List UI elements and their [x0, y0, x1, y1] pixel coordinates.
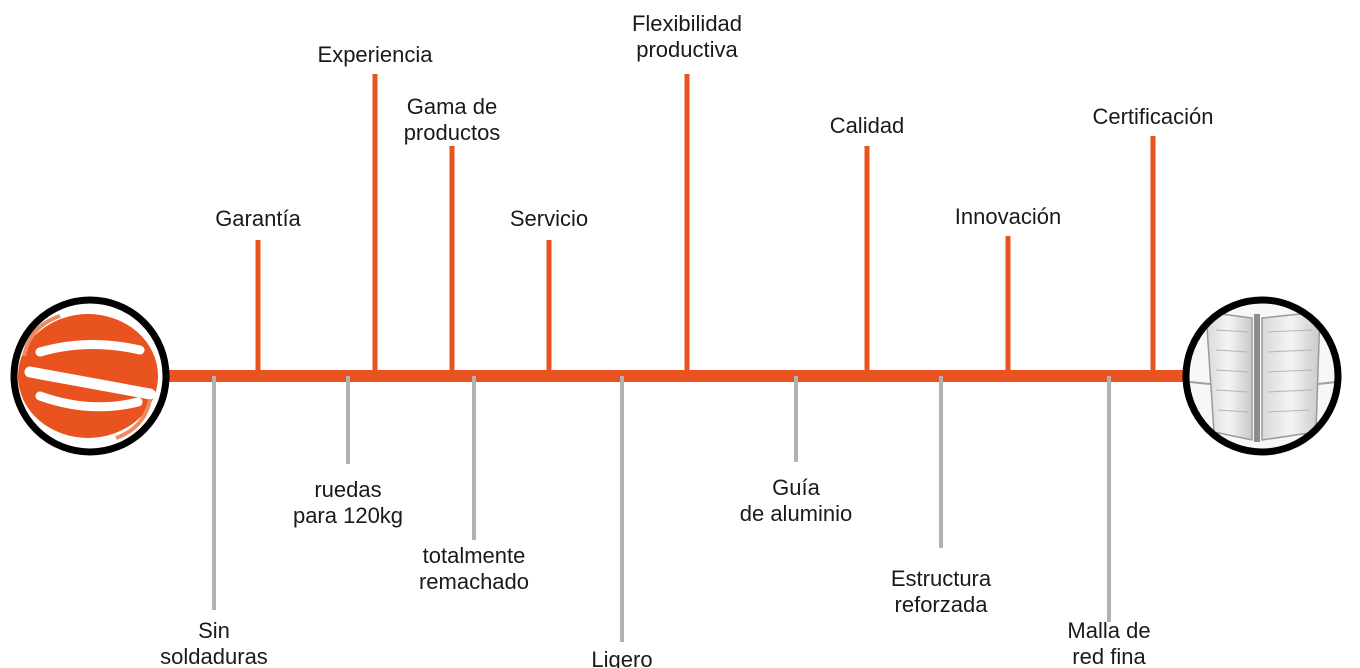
trolley-photo-icon — [1186, 300, 1338, 452]
bottom-label-line: red fina — [1072, 644, 1146, 668]
top-label-line: productos — [404, 120, 501, 145]
bottom-label-line: de aluminio — [740, 501, 853, 526]
left-badge — [10, 296, 170, 456]
brand-logo-s-icon — [18, 314, 158, 440]
bottom-label-line: Estructura — [891, 566, 992, 591]
bottom-label-line: soldaduras — [160, 644, 268, 668]
top-label-innovacion: Innovación — [955, 204, 1061, 229]
bottom-label-line: para 120kg — [293, 503, 403, 528]
bottom-label-line: Guía — [772, 475, 820, 500]
bottom-label-line: Malla de — [1067, 618, 1150, 643]
bottom-label-ligero: Ligero — [591, 647, 652, 668]
top-label-line: Experiencia — [318, 42, 434, 67]
top-label-line: Garantía — [215, 206, 301, 231]
bottom-label-line: remachado — [419, 569, 529, 594]
top-label-servicio: Servicio — [510, 206, 588, 231]
top-label-line: Flexibilidad — [632, 11, 742, 36]
right-badge — [1182, 296, 1342, 456]
bottom-label-line: Ligero — [591, 647, 652, 668]
top-label-line: Certificación — [1092, 104, 1213, 129]
top-label-line: Innovación — [955, 204, 1061, 229]
top-label-line: Servicio — [510, 206, 588, 231]
bottom-label-line: reforzada — [895, 592, 989, 617]
top-label-garantia: Garantía — [215, 206, 301, 231]
bottom-label-line: totalmente — [423, 543, 526, 568]
bottom-label-line: ruedas — [314, 477, 381, 502]
top-label-calidad: Calidad — [830, 113, 905, 138]
top-label-experiencia: Experiencia — [318, 42, 434, 67]
bottom-label-line: Sin — [198, 618, 230, 643]
top-label-line: Calidad — [830, 113, 905, 138]
top-label-line: Gama de — [407, 94, 498, 119]
top-label-line: productiva — [636, 37, 738, 62]
top-label-certificacion: Certificación — [1092, 104, 1213, 129]
